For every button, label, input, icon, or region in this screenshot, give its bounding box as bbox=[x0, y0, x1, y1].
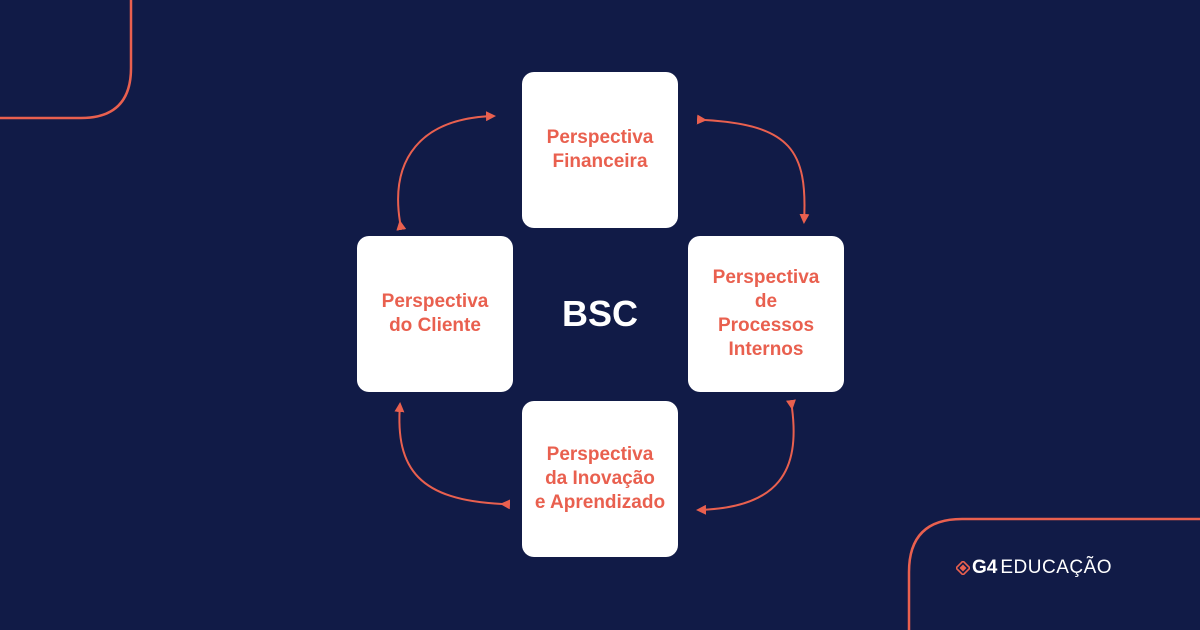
g4-diamond-icon bbox=[956, 561, 970, 575]
bsc-center-title: BSC bbox=[561, 293, 638, 334]
corner-curve-bottom-right bbox=[907, 517, 1200, 630]
perspectiva-financeira-box: Perspectiva Financeira bbox=[522, 72, 678, 228]
g4-educacao-logo: G4 EDUCAÇÃO bbox=[956, 555, 1112, 581]
arrow-processos-inovacao bbox=[696, 399, 796, 515]
perspectiva-processos-box: Perspectiva de Processos Internos bbox=[688, 236, 844, 392]
arrow-financeira-processos bbox=[696, 114, 810, 224]
perspectiva-inovacao-box: Perspectiva da Inovação e Aprendizado bbox=[522, 401, 678, 557]
corner-curve-top-left bbox=[0, 0, 133, 120]
perspectiva-inovacao-label: Perspectiva da Inovação e Aprendizado bbox=[534, 444, 666, 513]
brand-g4-text: G4 bbox=[972, 557, 998, 578]
perspectiva-processos-label: Perspectiva de Processos Internos bbox=[712, 267, 820, 360]
arrow-inovacao-cliente bbox=[394, 402, 511, 510]
perspectiva-cliente-label: Perspectiva do Cliente bbox=[381, 291, 489, 336]
perspectiva-cliente-box: Perspectiva do Cliente bbox=[357, 236, 513, 392]
brand-name-text: EDUCAÇÃO bbox=[1000, 557, 1113, 578]
arrow-cliente-financeira bbox=[396, 111, 496, 231]
perspectiva-financeira-label: Perspectiva Financeira bbox=[546, 127, 654, 172]
